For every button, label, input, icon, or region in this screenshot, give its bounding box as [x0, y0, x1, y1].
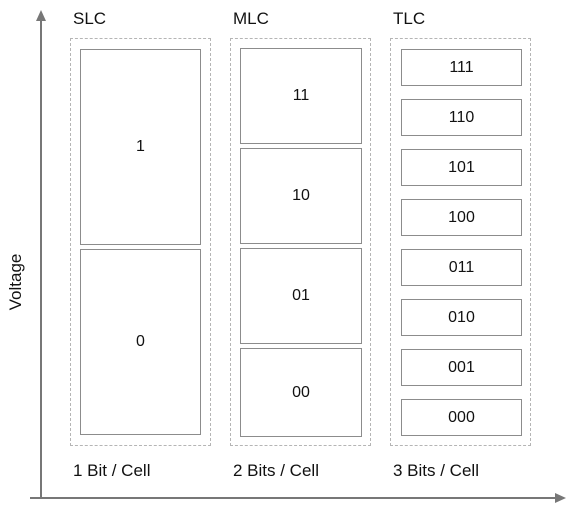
tlc-level-cell: 010 — [401, 299, 522, 336]
y-axis-arrowhead — [36, 10, 46, 21]
tlc-level-cell: 001 — [401, 349, 522, 386]
tlc-level-cell: 100 — [401, 199, 522, 236]
tlc-title: TLC — [393, 9, 426, 28]
y-axis-label: Voltage — [6, 253, 25, 311]
mlc-level-cell: 01 — [240, 248, 362, 344]
slc-level-cell: 1 — [80, 49, 201, 245]
slc-group-frame: 1 0 — [70, 38, 211, 446]
mlc-level-cell: 00 — [240, 348, 362, 437]
mlc-group-frame: 11 10 01 00 — [230, 38, 371, 446]
tlc-level-cell: 101 — [401, 149, 522, 186]
x-axis-arrowhead — [555, 493, 566, 503]
tlc-level-cell: 000 — [401, 399, 522, 436]
slc-level-cell: 0 — [80, 249, 201, 435]
tlc-caption: 3 Bits / Cell — [393, 461, 479, 480]
mlc-level-cell: 10 — [240, 148, 362, 244]
slc-caption: 1 Bit / Cell — [73, 461, 151, 480]
mlc-title: MLC — [233, 9, 269, 28]
tlc-group-frame: 111 110 101 100 011 010 001 000 — [390, 38, 531, 446]
tlc-level-cell: 011 — [401, 249, 522, 286]
mlc-level-cell: 11 — [240, 48, 362, 144]
slc-title: SLC — [73, 9, 107, 28]
mlc-caption: 2 Bits / Cell — [233, 461, 319, 480]
tlc-level-cell: 111 — [401, 49, 522, 86]
tlc-level-cell: 110 — [401, 99, 522, 136]
